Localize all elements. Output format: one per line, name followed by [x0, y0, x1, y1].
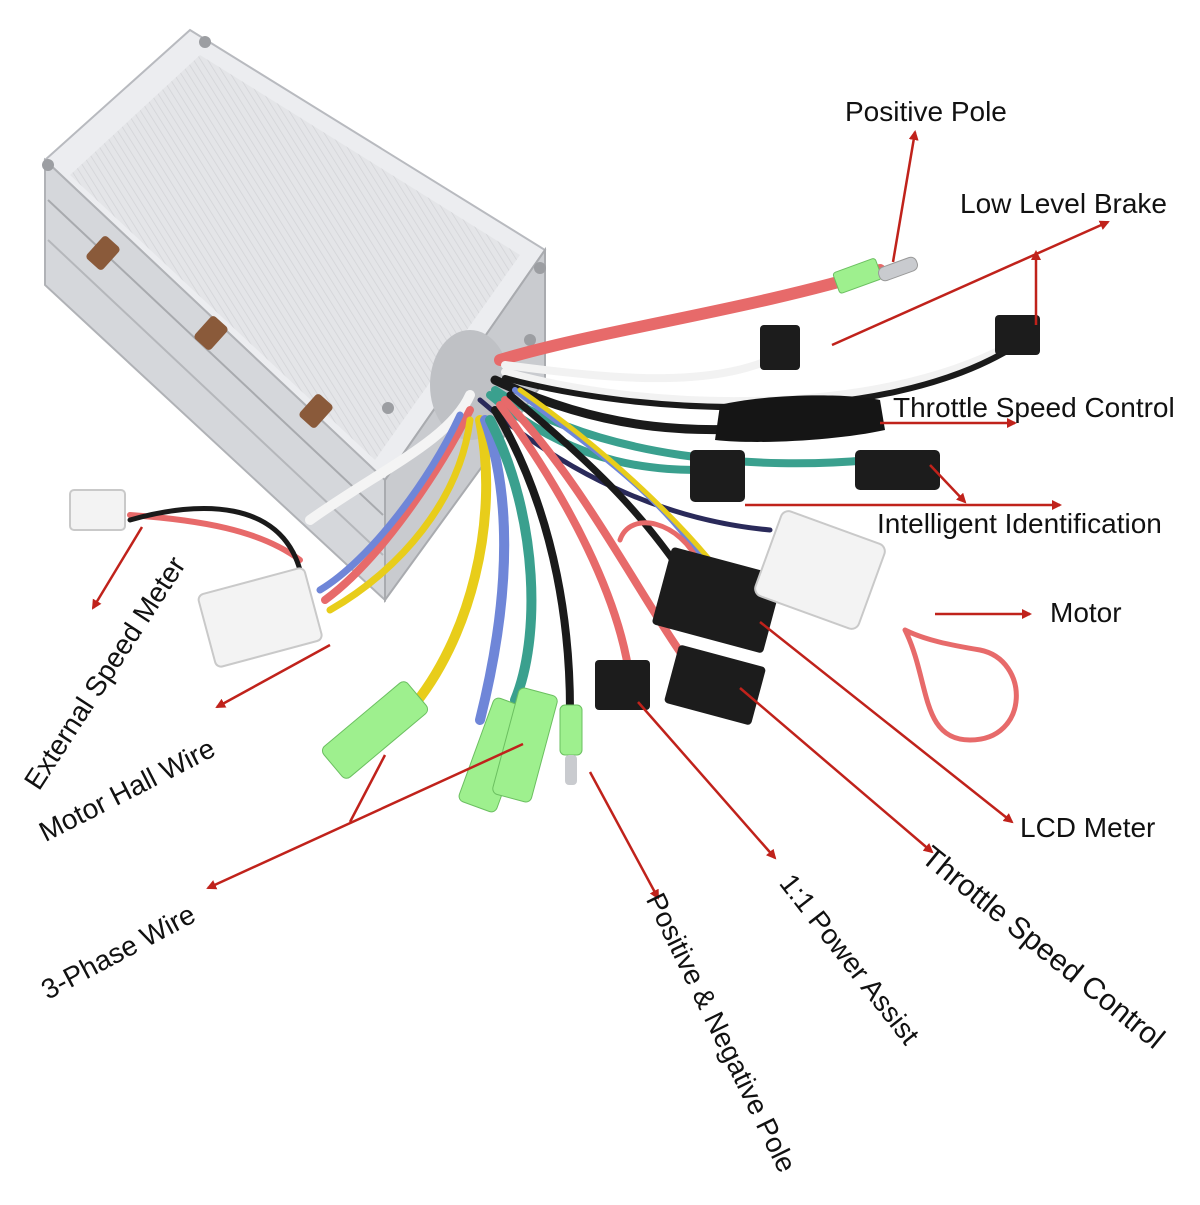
housing-ribs: [70, 55, 520, 460]
wire-phase-green: [485, 415, 537, 705]
label-intelligent-identification: Intelligent Identification: [877, 508, 1162, 539]
wire-motor-loop-small: [617, 520, 703, 568]
wire-hall-red: [321, 406, 474, 604]
arrow-hall: [215, 643, 331, 709]
wire-hall-blue: [316, 411, 464, 594]
wire-hall-yellow: [326, 416, 474, 614]
wire-phase-yellow: [405, 415, 492, 715]
arrow-lcd: [759, 621, 1014, 824]
label-low-level-brake: Low Level Brake: [960, 188, 1168, 219]
mount-hole: [299, 394, 333, 428]
negative-terminal: [559, 704, 583, 756]
arrow-3phase-branch: [348, 754, 387, 823]
throttle-sleeve: [715, 395, 885, 442]
arrow-3phase: [206, 742, 524, 890]
mount-hole: [86, 236, 120, 270]
wire-lcd-red: [501, 396, 704, 684]
wire-white-left: [305, 390, 475, 525]
screw: [524, 334, 536, 346]
arrow-power-assist: [637, 701, 777, 860]
positive-pole-terminal: [832, 258, 883, 294]
lcd-connector: [652, 547, 783, 653]
wire-intel-1: [491, 386, 874, 468]
arrow-pos-neg: [588, 771, 660, 900]
wire-assist-red: [496, 401, 634, 684]
arrow-positive-pole: [891, 130, 919, 263]
screw: [382, 402, 394, 414]
assist-connector: [595, 660, 650, 710]
wire-speed-black: [127, 506, 303, 573]
screw: [199, 36, 211, 48]
speed-meter-connector: [69, 489, 126, 531]
wire-phase-blue: [475, 415, 510, 725]
connectors: [69, 256, 1040, 813]
wire-speed-red: [127, 512, 303, 563]
arrow-ext-speed: [91, 526, 144, 610]
brake-connector-1: [760, 325, 800, 370]
screw: [42, 159, 54, 171]
hall-connector: [197, 567, 323, 668]
callout-arrows: [91, 130, 1110, 900]
controller-housing: [42, 28, 547, 604]
mount-hole: [194, 316, 228, 350]
label-motor: Motor: [1050, 597, 1122, 628]
phase-terminal-1: [321, 681, 429, 779]
motor-connector: [754, 510, 886, 630]
arrow-low-level-brake: [831, 220, 1110, 347]
label-throttle-speed-control-top: Throttle Speed Control: [893, 392, 1175, 423]
label-lcd-meter: LCD Meter: [1020, 812, 1156, 843]
intel-connector-2: [855, 450, 940, 490]
cable-grommet: [430, 330, 510, 440]
brake-connector-2: [995, 315, 1040, 355]
wire-negative: [491, 406, 574, 714]
positive-pole-pin: [878, 256, 918, 282]
intel-connector-1: [690, 450, 745, 502]
negative-pin: [565, 755, 577, 785]
label-positive-pole: Positive Pole: [845, 96, 1007, 127]
screw: [534, 262, 546, 274]
phase-terminal-3: [492, 687, 558, 803]
arrow-intelligent-2: [929, 464, 967, 504]
throttle-connector-2: [664, 645, 766, 725]
wire-brake-1: [501, 346, 794, 383]
wire-motor-loop: [902, 627, 1019, 743]
wire-positive-pole: [494, 264, 886, 366]
arrow-throttle-diag: [739, 687, 934, 854]
